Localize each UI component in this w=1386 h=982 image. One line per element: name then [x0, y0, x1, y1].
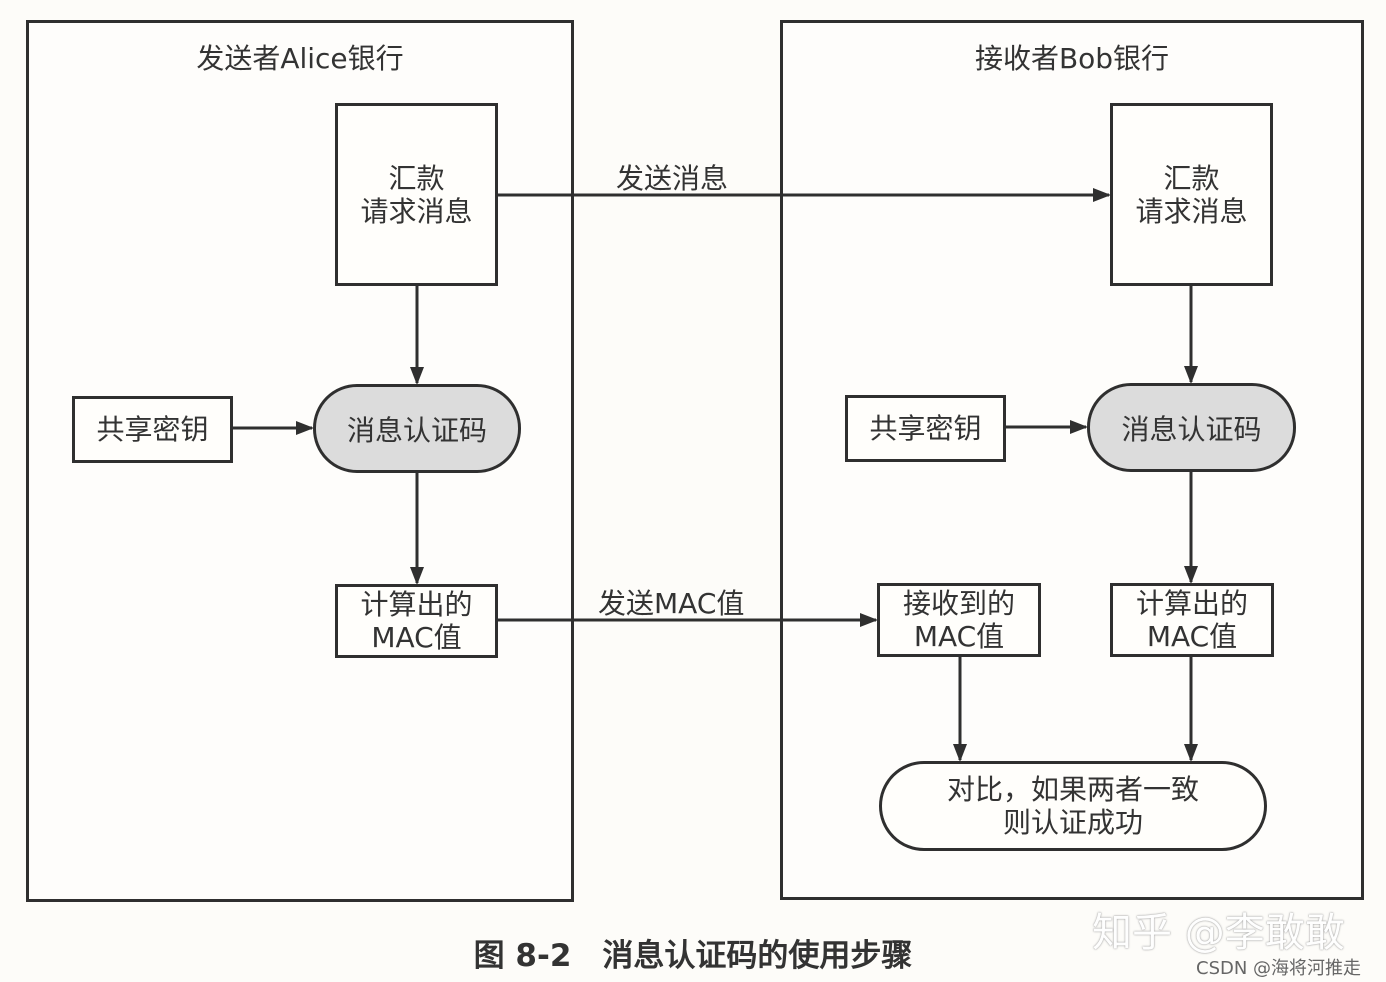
- sender-title: 发送者Alice银行: [196, 42, 404, 75]
- sender-message-line2: 请求消息: [360, 194, 473, 228]
- sender-message-line1: 汇款: [388, 161, 445, 195]
- receiver-mac-function: 消息认证码: [1087, 383, 1296, 472]
- sender-message-box: 汇款 请求消息: [335, 103, 498, 286]
- sender-computed-mac-line2: MAC值: [371, 621, 462, 654]
- receiver-message-line1: 汇款: [1163, 161, 1220, 195]
- sender-mac-function: 消息认证码: [313, 384, 521, 473]
- sender-shared-key-box: 共享密钥: [72, 396, 233, 463]
- receiver-message-line2: 请求消息: [1135, 194, 1248, 228]
- receiver-computed-mac-line2: MAC值: [1146, 620, 1238, 653]
- receiver-received-mac-line2: MAC值: [913, 620, 1005, 653]
- receiver-received-mac-box: 接收到的 MAC值: [877, 583, 1041, 657]
- receiver-shared-key-label: 共享密钥: [869, 412, 982, 445]
- receiver-message-box: 汇款 请求消息: [1110, 103, 1273, 286]
- receiver-compare-line2: 则认证成功: [1002, 806, 1143, 839]
- watermark: 知乎 @李敢敢: [1092, 910, 1345, 956]
- source-credit: CSDN @海将河推走: [1196, 958, 1362, 979]
- send-mac-label: 发送MAC值: [598, 587, 745, 620]
- receiver-computed-mac-line1: 计算出的: [1135, 587, 1248, 620]
- receiver-shared-key-box: 共享密钥: [845, 395, 1006, 462]
- sender-mac-function-label: 消息认证码: [346, 413, 487, 447]
- send-message-label: 发送消息: [616, 162, 729, 195]
- receiver-title: 接收者Bob银行: [974, 42, 1170, 75]
- figure-caption: 图 8-2 消息认证码的使用步骤: [473, 938, 913, 974]
- receiver-compare-line1: 对比，如果两者一致: [946, 773, 1199, 806]
- receiver-computed-mac-box: 计算出的 MAC值: [1110, 583, 1274, 657]
- sender-computed-mac-box: 计算出的 MAC值: [335, 584, 498, 658]
- receiver-mac-function-label: 消息认证码: [1121, 412, 1262, 446]
- receiver-compare-result: 对比，如果两者一致 则认证成功: [879, 761, 1267, 851]
- sender-shared-key-label: 共享密钥: [96, 413, 209, 446]
- sender-computed-mac-line1: 计算出的: [360, 588, 473, 621]
- receiver-received-mac-line1: 接收到的: [902, 587, 1015, 620]
